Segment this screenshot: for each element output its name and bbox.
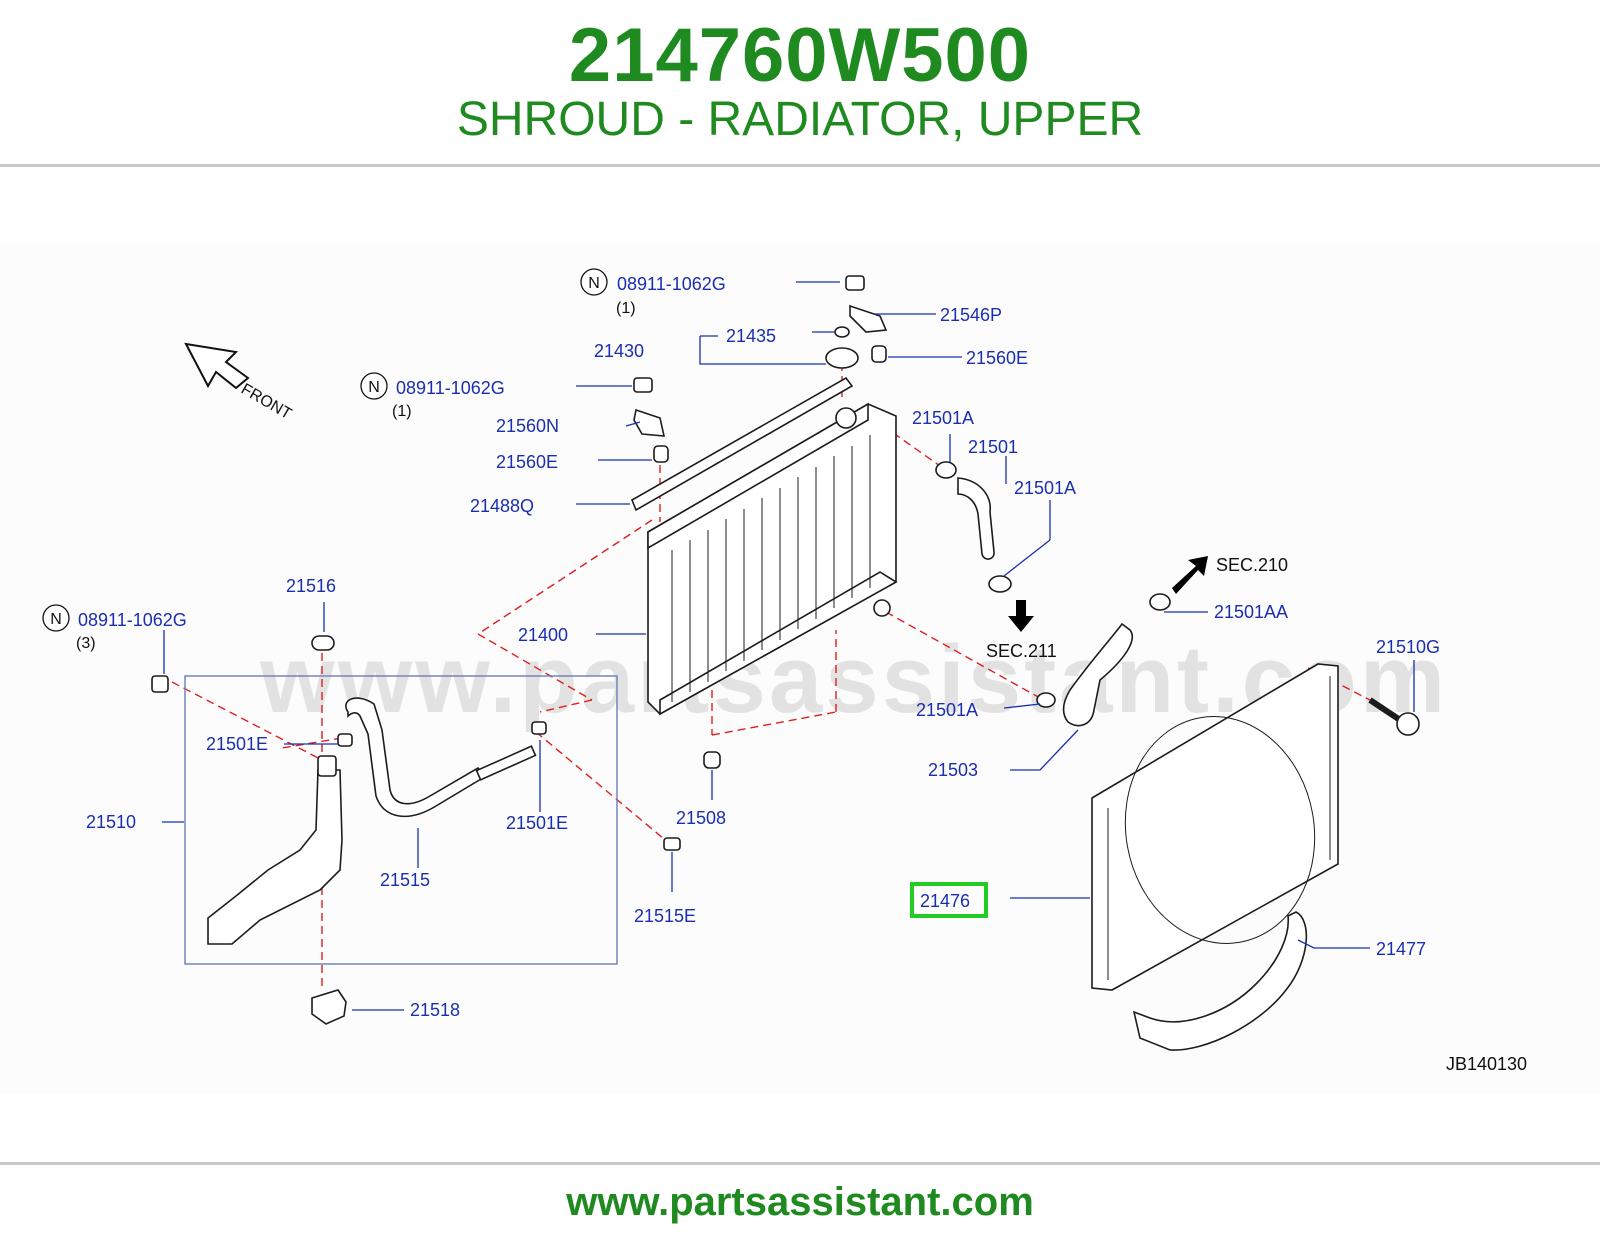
shroud-lower-21477 (1132, 911, 1308, 1051)
callout-21488Q[interactable]: 21488Q (470, 496, 534, 516)
callout-21430[interactable]: 21430 (594, 341, 644, 361)
cap-21516 (311, 635, 335, 651)
bracket-21560N (633, 408, 666, 437)
radiator-21400 (647, 402, 898, 716)
callout-21515E[interactable]: 21515E (634, 906, 696, 926)
callout-21435[interactable]: 21435 (726, 326, 776, 346)
reservoir-group-box (184, 675, 618, 965)
radiator-cap-21430 (825, 347, 859, 369)
callout-21501AA[interactable]: 21501AA (1214, 602, 1288, 622)
leader-lines (162, 281, 1415, 1011)
shroud-upper-21476 (1091, 663, 1339, 991)
diagram-ref-code: JB140130 (1446, 1054, 1527, 1074)
part-name-subtitle: SHROUD - RADIATOR, UPPER (456, 93, 1144, 146)
callout-21510G[interactable]: 21510G (1376, 637, 1440, 657)
callout-21501[interactable]: 21501 (968, 437, 1018, 457)
callout-08911-top[interactable]: 08911-1062G (617, 274, 726, 294)
bushing-21560E-left (653, 445, 669, 463)
front-label: FRONT (238, 381, 294, 423)
callout-21508[interactable]: 21508 (676, 808, 726, 828)
callout-08911-mid[interactable]: 08911-1062G (396, 378, 505, 398)
clip-21515E (663, 837, 681, 851)
svg-text:N: N (50, 611, 62, 628)
callout-08911-top-qty: (1) (616, 300, 636, 317)
clip-21501E-2 (531, 721, 547, 735)
front-arrow-icon (184, 342, 250, 390)
svg-text:N: N (368, 379, 380, 396)
grommet-21508 (703, 751, 721, 769)
callout-21400[interactable]: 21400 (518, 625, 568, 645)
callout-21515[interactable]: 21515 (380, 870, 430, 890)
o-ring-21435 (834, 326, 850, 338)
hose-21503 (1036, 593, 1171, 727)
callout-21501A-3[interactable]: 21501A (916, 700, 978, 720)
tube-segment (475, 745, 537, 781)
callout-21510[interactable]: 21510 (86, 812, 136, 832)
bushing-21560E-top (871, 345, 887, 363)
nut-top (845, 275, 865, 291)
section-ref-210[interactable]: SEC.210 (1216, 555, 1288, 575)
callout-21516[interactable]: 21516 (286, 576, 336, 596)
footer-url[interactable]: www.partsassistant.com (566, 1180, 1034, 1224)
callout-21546P[interactable]: 21546P (940, 305, 1002, 325)
callout-21476[interactable]: 21476 (920, 891, 970, 911)
bracket-21518 (311, 989, 347, 1025)
hose-21501 (935, 461, 1012, 593)
callout-21518[interactable]: 21518 (410, 1000, 460, 1020)
reservoir-tank-21510 (207, 755, 343, 945)
callout-21477[interactable]: 21477 (1376, 939, 1426, 959)
sec211-arrow-icon (1008, 600, 1034, 632)
callout-08911-left-qty: (3) (76, 635, 96, 652)
seal-strip-21488Q (630, 376, 854, 512)
nut-mid (633, 377, 653, 393)
section-ref-211[interactable]: SEC.211 (986, 641, 1057, 661)
hose-21515 (345, 697, 488, 818)
callout-21501E-1[interactable]: 21501E (206, 734, 268, 754)
header-divider (0, 164, 1600, 167)
callout-21503[interactable]: 21503 (928, 760, 978, 780)
sec210-arrow-icon (1172, 556, 1208, 594)
part-number-title: 214760W500 (568, 13, 1032, 98)
nut-marker-mid: N (360, 372, 388, 400)
callout-21560E-left[interactable]: 21560E (496, 452, 558, 472)
callout-21560N[interactable]: 21560N (496, 416, 559, 436)
callout-21501E-2[interactable]: 21501E (506, 813, 568, 833)
nut-marker-left: N (42, 604, 70, 632)
nut-marker-top: N (580, 268, 608, 296)
svg-text:N: N (588, 275, 600, 292)
footer-divider (0, 1162, 1600, 1165)
clip-21501E-1 (337, 733, 353, 747)
callout-21560E-top[interactable]: 21560E (966, 348, 1028, 368)
callout-21501A-2[interactable]: 21501A (1014, 478, 1076, 498)
callout-08911-left[interactable]: 08911-1062G (78, 610, 187, 630)
callout-08911-mid-qty: (1) (392, 403, 412, 420)
diagram-canvas: www.partsassistant.com FRONT (42, 268, 1527, 1074)
nut-left (151, 675, 169, 693)
bolt-21510G (1368, 697, 1420, 736)
bracket-21546P (849, 304, 888, 333)
highlight-box (910, 882, 988, 918)
parts-diagram: www.partsassistant.com FRONT (0, 244, 1600, 1094)
callout-21501A-1[interactable]: 21501A (912, 408, 974, 428)
